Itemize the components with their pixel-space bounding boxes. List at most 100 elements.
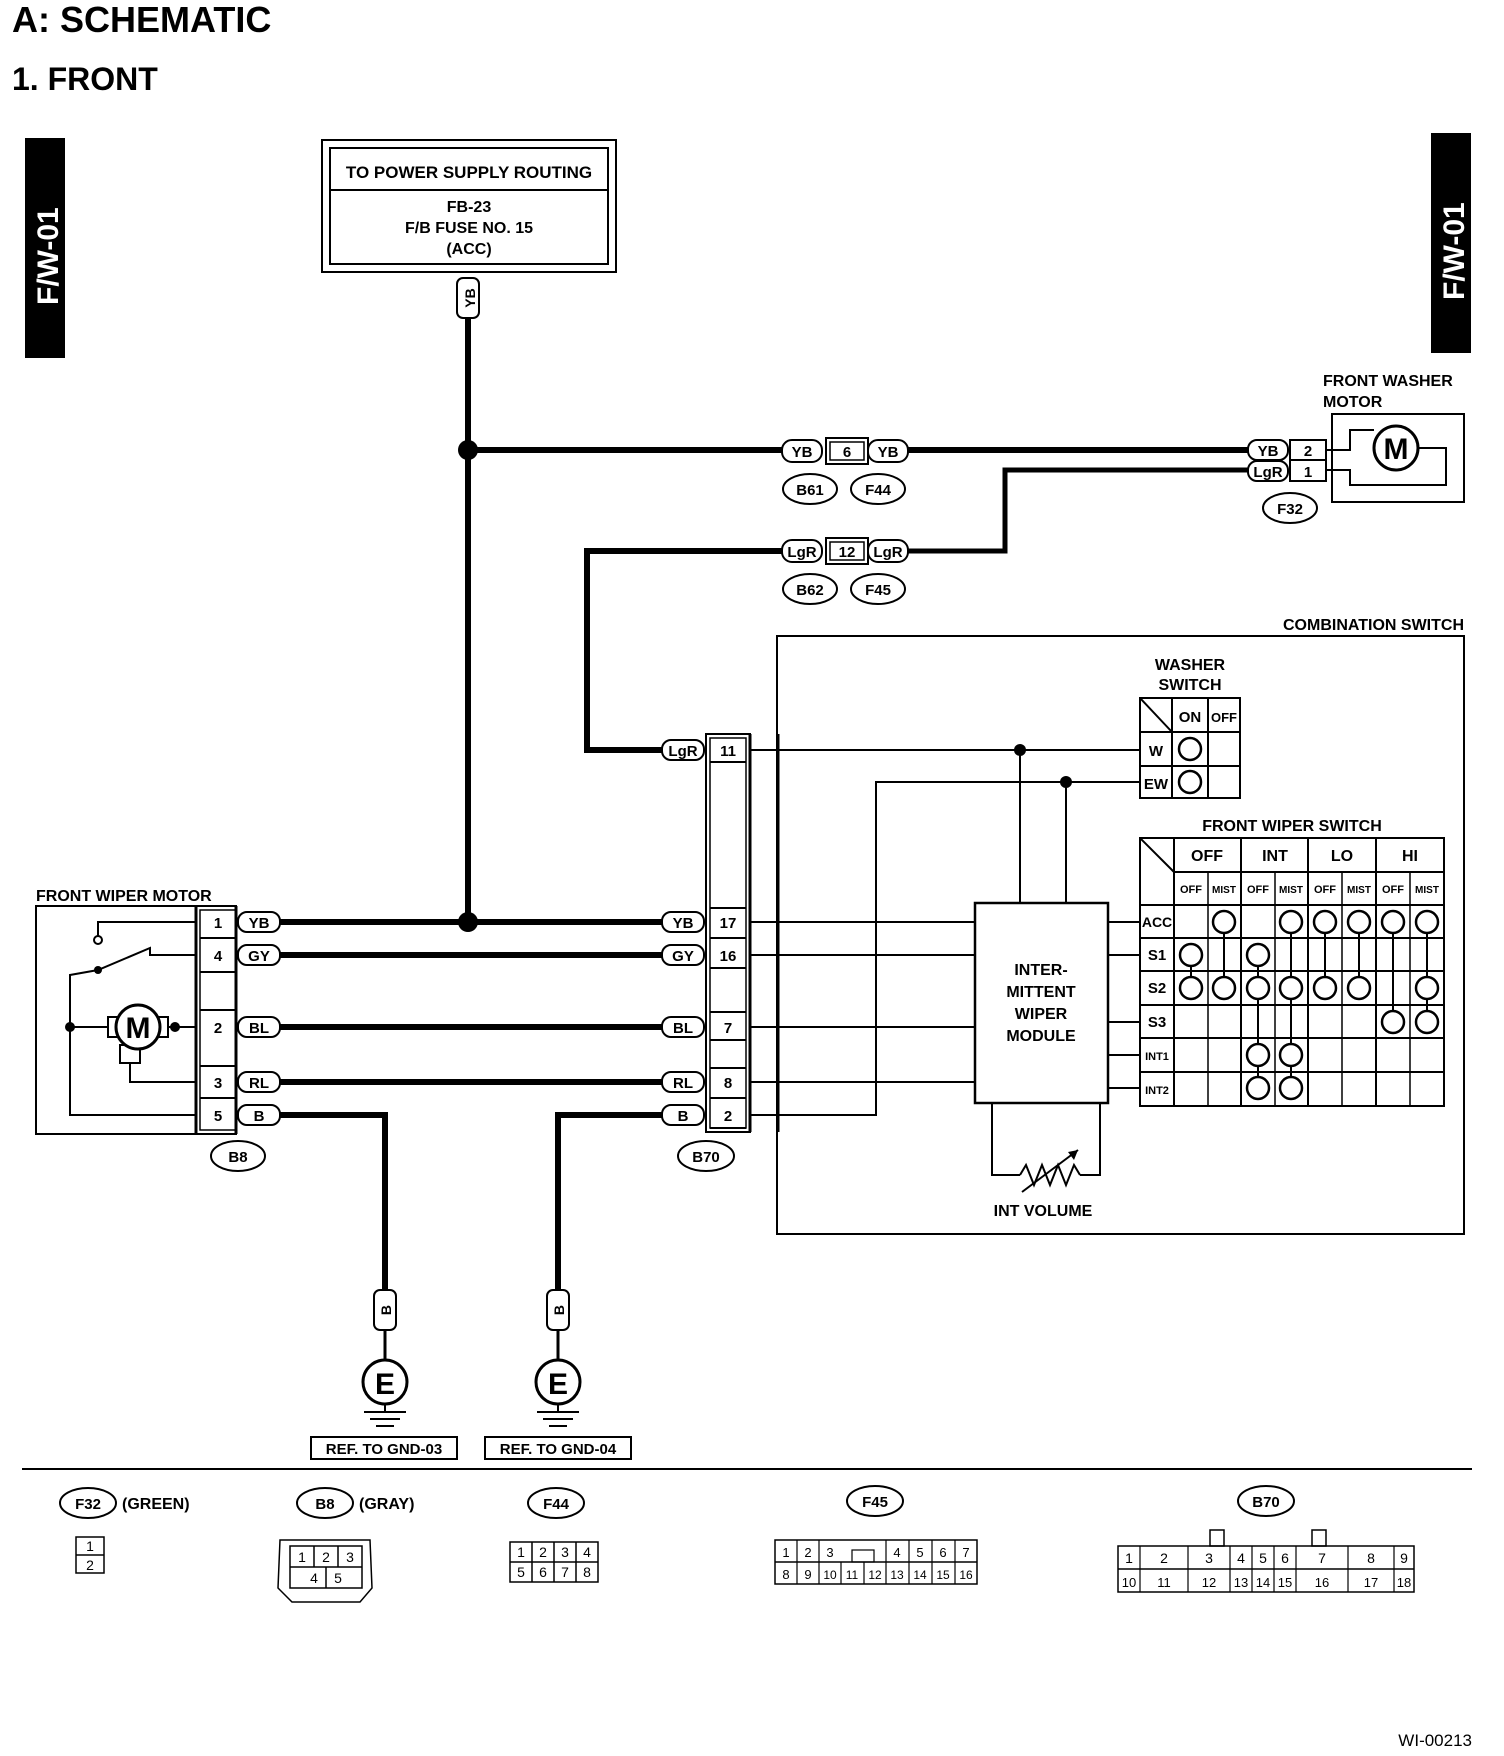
svg-text:15: 15 <box>936 1568 950 1582</box>
svg-text:3: 3 <box>346 1549 354 1565</box>
intermittent-wiper-module: INTER- MITTENT WIPER MODULE <box>973 901 1110 1105</box>
svg-text:10: 10 <box>823 1568 837 1582</box>
svg-text:7: 7 <box>1318 1550 1326 1566</box>
svg-text:1: 1 <box>517 1544 525 1560</box>
svg-text:W: W <box>1149 743 1164 760</box>
power-supply-line2: F/B FUSE NO. 15 <box>405 220 533 237</box>
power-supply-box: TO POWER SUPPLY ROUTING FB-23 F/B FUSE N… <box>321 139 617 273</box>
svg-text:6: 6 <box>1281 1550 1289 1566</box>
washer-switch-table: WASHER SWITCH ON OFF W EW <box>1139 657 1241 799</box>
svg-text:B8: B8 <box>315 1496 334 1513</box>
svg-text:17: 17 <box>720 915 737 932</box>
connector-label-f44: F44 <box>865 482 892 499</box>
wires <box>280 318 1248 1290</box>
svg-text:3: 3 <box>214 1075 222 1092</box>
ground-gnd-03: B E REF. TO GND-03 <box>310 1289 458 1460</box>
svg-text:LgR: LgR <box>787 544 816 561</box>
svg-text:2: 2 <box>724 1108 732 1125</box>
svg-text:8: 8 <box>1367 1550 1375 1566</box>
junction-dot <box>1060 776 1072 788</box>
svg-text:RL: RL <box>673 1075 693 1092</box>
svg-text:OFF: OFF <box>1180 884 1202 896</box>
svg-text:YB: YB <box>249 915 270 932</box>
svg-text:GY: GY <box>672 948 694 965</box>
connector-view-f44: F44 1 2 3 4 5 6 7 8 <box>509 1487 599 1583</box>
svg-text:INT: INT <box>1262 848 1288 865</box>
svg-text:MIST: MIST <box>1347 885 1371 896</box>
svg-text:(GREEN): (GREEN) <box>122 1496 190 1513</box>
svg-text:4: 4 <box>1237 1550 1245 1566</box>
joint-connector-b61-f44: YB 6 YB B61 F44 <box>781 437 909 505</box>
svg-text:BL: BL <box>249 1020 269 1037</box>
svg-text:1: 1 <box>1125 1550 1133 1566</box>
svg-text:5: 5 <box>916 1545 923 1560</box>
svg-text:2: 2 <box>1160 1550 1168 1566</box>
svg-text:10: 10 <box>1122 1575 1136 1590</box>
svg-text:MIST: MIST <box>1212 885 1236 896</box>
svg-text:(GRAY): (GRAY) <box>359 1496 414 1513</box>
side-tab-left: F/W-01 <box>25 138 65 358</box>
svg-text:S2: S2 <box>1148 980 1166 997</box>
svg-text:9: 9 <box>1400 1550 1408 1566</box>
svg-text:4: 4 <box>893 1545 900 1560</box>
svg-text:MIST: MIST <box>1279 885 1303 896</box>
svg-text:12: 12 <box>1202 1575 1216 1590</box>
b70-connector: 11 17 16 7 8 2 LgR YB GY BL RL B B70 <box>661 733 780 1172</box>
svg-text:6: 6 <box>539 1564 547 1580</box>
svg-text:OFF: OFF <box>1211 710 1237 725</box>
svg-text:S3: S3 <box>1148 1014 1166 1031</box>
svg-text:S1: S1 <box>1148 947 1166 964</box>
svg-text:ON: ON <box>1179 709 1202 726</box>
svg-text:3: 3 <box>826 1545 833 1560</box>
svg-text:MOTOR: MOTOR <box>1323 394 1383 411</box>
svg-text:13: 13 <box>1234 1575 1248 1590</box>
svg-text:2: 2 <box>1304 443 1312 460</box>
svg-text:INT1: INT1 <box>1145 1051 1169 1063</box>
svg-text:RL: RL <box>249 1075 269 1092</box>
svg-text:SWITCH: SWITCH <box>1158 677 1221 694</box>
svg-text:LO: LO <box>1331 848 1353 865</box>
svg-text:13: 13 <box>890 1568 904 1582</box>
svg-text:YB: YB <box>673 915 694 932</box>
front-wiper-switch-table: FRONT WIPER SWITCH OFF INT LO HI OFF MIS… <box>1139 818 1445 1107</box>
svg-text:11: 11 <box>1157 1575 1171 1590</box>
svg-text:6: 6 <box>843 444 851 461</box>
svg-text:F44: F44 <box>543 1496 570 1513</box>
svg-text:1: 1 <box>1304 464 1312 481</box>
svg-text:INT VOLUME: INT VOLUME <box>994 1203 1093 1220</box>
svg-text:E: E <box>375 1368 395 1401</box>
svg-text:INTER-: INTER- <box>1014 962 1067 979</box>
svg-text:LgR: LgR <box>1253 464 1282 481</box>
svg-text:MODULE: MODULE <box>1006 1028 1076 1045</box>
splice-dot <box>458 440 478 460</box>
svg-text:YB: YB <box>462 288 478 307</box>
svg-text:F32: F32 <box>75 1496 101 1513</box>
svg-text:9: 9 <box>804 1567 811 1582</box>
svg-text:REF. TO GND-03: REF. TO GND-03 <box>326 1441 442 1458</box>
svg-text:OFF: OFF <box>1247 884 1269 896</box>
wiper-motor-m-symbol: M <box>126 1012 151 1045</box>
splice-dot <box>458 912 478 932</box>
svg-text:F45: F45 <box>862 1494 888 1511</box>
svg-text:MIST: MIST <box>1415 885 1439 896</box>
svg-text:FRONT WIPER SWITCH: FRONT WIPER SWITCH <box>1202 818 1382 835</box>
svg-text:3: 3 <box>1205 1550 1213 1566</box>
wire-label-yb-vertical: YB <box>456 277 480 319</box>
connector-label-b70: B70 <box>692 1149 720 1166</box>
svg-text:2: 2 <box>539 1544 547 1560</box>
side-tab-left-label: F/W-01 <box>32 207 65 305</box>
power-supply-line1: FB-23 <box>447 199 492 216</box>
front-wiper-motor: FRONT WIPER MOTOR 1 4 2 3 5 YB GY BL RL … <box>35 888 281 1172</box>
svg-text:4: 4 <box>310 1570 318 1586</box>
svg-text:OFF: OFF <box>1382 884 1404 896</box>
power-supply-header: TO POWER SUPPLY ROUTING <box>346 163 592 182</box>
svg-text:2: 2 <box>804 1545 811 1560</box>
junction-dot <box>1014 744 1026 756</box>
svg-text:ACC: ACC <box>1142 914 1172 930</box>
power-supply-line3: (ACC) <box>446 241 491 258</box>
svg-text:LgR: LgR <box>668 743 697 760</box>
svg-text:11: 11 <box>720 743 736 760</box>
svg-text:OFF: OFF <box>1191 848 1223 865</box>
svg-text:4: 4 <box>214 948 223 965</box>
svg-text:OFF: OFF <box>1314 884 1336 896</box>
